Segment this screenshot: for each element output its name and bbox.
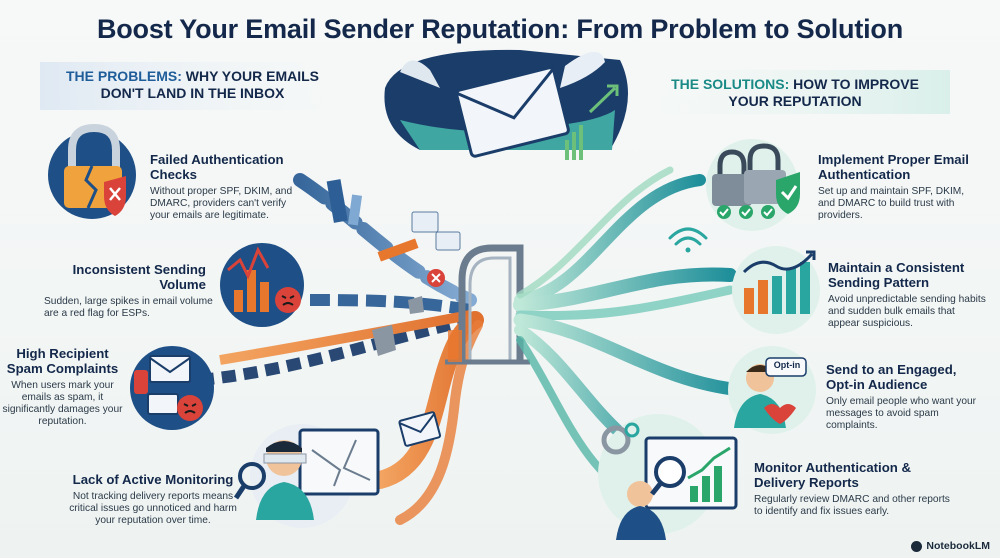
problem-item-volume: Inconsistent Sending Volume Sudden, larg…: [44, 262, 220, 320]
page-title: Boost Your Email Sender Reputation: From…: [96, 14, 904, 44]
broken-lock-icon: [48, 123, 136, 219]
opt-in-person-icon: [728, 346, 816, 434]
brand-name: NotebookLM: [926, 540, 990, 552]
volume-spike-icon: [220, 243, 304, 327]
solutions-header: THE SOLUTIONS: HOW TO IMPROVE YOUR REPUT…: [660, 76, 930, 110]
opt-in-tag: Opt-in: [773, 360, 801, 370]
solutions-header-accent: THE SOLUTIONS:: [671, 76, 790, 92]
solution-title: Send to an Engaged, Opt-in Audience: [826, 362, 957, 392]
problem-title: Inconsistent Sending Volume: [72, 262, 206, 292]
solution-title: Monitor Authentication & Delivery Report…: [754, 460, 912, 490]
solution-body: Avoid unpredictable sending habits and s…: [828, 294, 986, 329]
problem-body: Sudden, large spikes in email volume are…: [44, 296, 213, 319]
blindfolded-monitor-icon: [233, 424, 380, 528]
report-monitor-icon: [598, 414, 738, 540]
gateway-arch: [445, 244, 530, 365]
problem-body: Not tracking delivery reports means crit…: [69, 491, 237, 526]
solution-title: Maintain a Consistent Sending Pattern: [828, 260, 965, 290]
brand-watermark: NotebookLM: [911, 540, 990, 552]
problem-title: Failed Authentication Checks: [150, 152, 284, 182]
floating-debris: [326, 179, 461, 447]
problems-header-text: WHY YOUR EMAILS DON'T LAND IN THE INBOX: [100, 68, 320, 101]
problem-title: High Recipient Spam Complaints: [6, 346, 119, 376]
signal-icon: [668, 227, 708, 253]
spam-complaint-icon: [130, 346, 214, 430]
notebooklm-logo-icon: [911, 540, 923, 552]
problem-body: Without proper SPF, DKIM, and DMARC, pro…: [150, 186, 293, 221]
winged-envelope-scene: [384, 49, 628, 160]
steady-growth-chart-icon: [732, 246, 820, 334]
solutions-header-text: HOW TO IMPROVE YOUR REPUTATION: [728, 76, 919, 109]
solution-title: Implement Proper Email Authentication: [818, 152, 969, 182]
solution-body: Set up and maintain SPF, DKIM, and DMARC…: [818, 186, 965, 221]
problems-header: THE PROBLEMS: WHY YOUR EMAILS DON'T LAND…: [55, 68, 330, 102]
secure-locks-icon: [706, 139, 800, 231]
problem-item-authentication: Failed Authentication Checks Without pro…: [150, 152, 308, 222]
solutions-header-band: [640, 70, 950, 114]
problem-title: Lack of Active Monitoring: [72, 472, 234, 487]
solution-body: Only email people who want your messages…: [826, 396, 977, 431]
problem-item-monitoring: Lack of Active Monitoring Not tracking d…: [62, 472, 244, 527]
problem-item-complaints: High Recipient Spam Complaints When user…: [0, 346, 125, 428]
problems-header-band: [40, 62, 340, 110]
solution-item-audience: Send to an Engaged, Opt-in Audience Only…: [826, 362, 986, 432]
problems-header-accent: THE PROBLEMS:: [65, 68, 182, 84]
solution-item-consistency: Maintain a Consistent Sending Pattern Av…: [828, 260, 988, 330]
solution-body: Regularly review DMARC and other reports…: [754, 494, 950, 517]
solution-item-authentication: Implement Proper Email Authentication Se…: [818, 152, 978, 222]
problem-body: When users mark your emails as spam, it …: [2, 380, 123, 427]
solution-item-monitoring: Monitor Authentication & Delivery Report…: [754, 460, 954, 518]
